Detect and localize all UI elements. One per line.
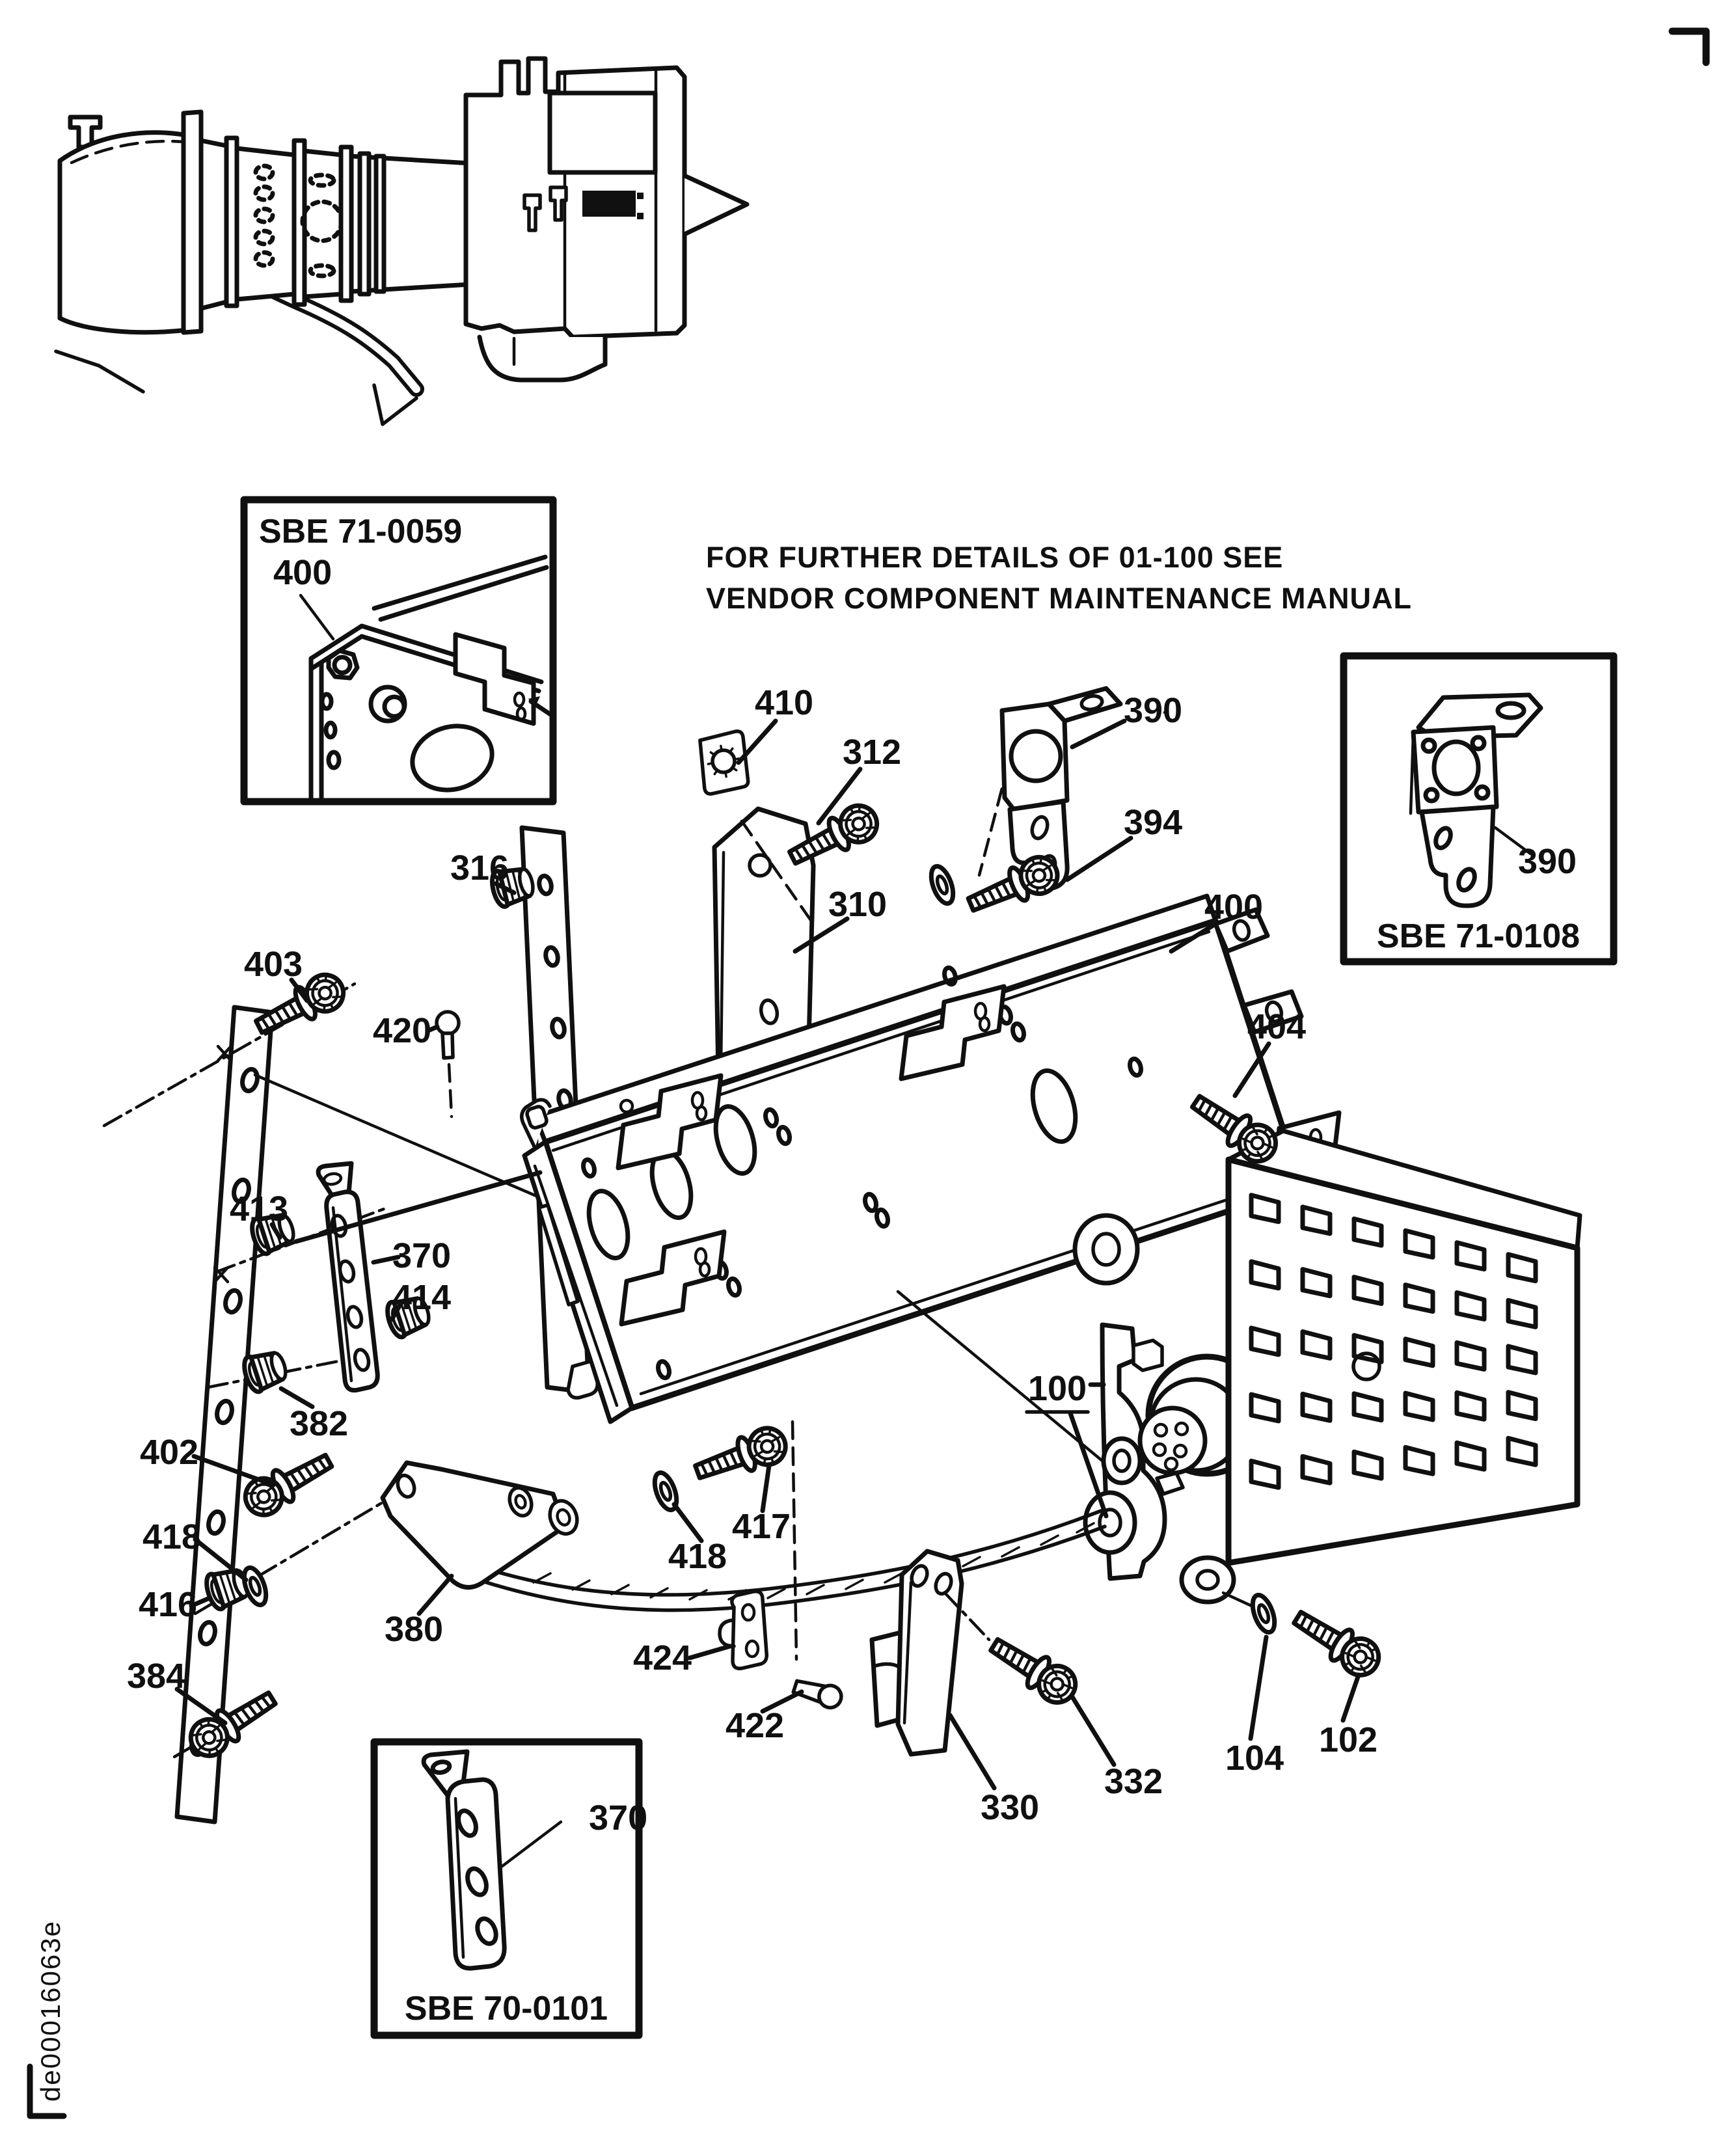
note-line-2: VENDOR COMPONENT MAINTENANCE MANUAL — [706, 582, 1412, 615]
pin-420 — [435, 1010, 461, 1060]
inset-callout-370: 370 — [589, 1798, 647, 1837]
callout-418-left: 418 — [142, 1517, 201, 1556]
bolt-102 — [1288, 1602, 1385, 1682]
connector-pin-grid — [1249, 1193, 1538, 1490]
callout-394: 394 — [1124, 803, 1182, 842]
callout-413: 413 — [230, 1189, 288, 1228]
inset-box-sbe-71-0059: SBE 71-0059 400 — [240, 496, 557, 806]
bolt-417 — [691, 1423, 791, 1489]
callout-100: 100 — [1028, 1369, 1087, 1408]
bolt-394 — [964, 852, 1063, 921]
callout-424: 424 — [633, 1638, 692, 1677]
callout-416: 416 — [139, 1585, 197, 1624]
note-text: FOR FURTHER DETAILS OF 01-100 SEE VENDOR… — [706, 541, 1412, 615]
bolt-332 — [984, 1629, 1082, 1709]
engine-overview-illustration — [54, 56, 750, 426]
callout-370: 370 — [392, 1236, 451, 1275]
callout-380: 380 — [385, 1610, 443, 1649]
bracket-380 — [380, 1460, 579, 1590]
callout-312: 312 — [843, 733, 901, 772]
view-direction-arrow — [682, 173, 750, 237]
nutplate-410 — [698, 729, 750, 796]
exploded-view: 410 312 390 394 316 310 400 403 420 404 … — [102, 683, 1582, 1827]
footer-block: de00016063e — [27, 1920, 67, 2119]
corner-mark-bottom-left — [27, 2063, 67, 2119]
inset-callout-400: 400 — [273, 553, 332, 592]
document-code: de00016063e — [35, 1920, 66, 2102]
mounting-plate — [520, 893, 1339, 1424]
callout-403: 403 — [244, 945, 303, 984]
callout-400: 400 — [1204, 888, 1263, 927]
strap-370 — [316, 1161, 380, 1393]
callout-104: 104 — [1225, 1739, 1284, 1778]
leader-lines — [174, 718, 1361, 1791]
inset-box-sbe-71-0108: 390 SBE 71-0108 — [1340, 652, 1618, 966]
bolt-402 — [239, 1445, 337, 1522]
corner-mark-top-right — [1668, 27, 1710, 66]
callout-102: 102 — [1319, 1720, 1377, 1759]
callout-labels: 410 312 390 394 316 310 400 403 420 404 … — [127, 683, 1377, 1827]
callout-310: 310 — [828, 885, 887, 924]
engine-nacelle — [57, 130, 190, 335]
location-highlight-marker — [582, 191, 636, 217]
braided-cable — [454, 1509, 1107, 1612]
callout-316: 316 — [450, 848, 509, 888]
callout-384: 384 — [127, 1657, 185, 1696]
callout-420: 420 — [373, 1011, 431, 1050]
connector-assembly-100 — [454, 711, 1582, 1612]
callout-410: 410 — [755, 683, 813, 722]
callout-418-center: 418 — [668, 1537, 727, 1576]
callout-390: 390 — [1124, 691, 1182, 730]
callout-330: 330 — [981, 1788, 1039, 1827]
inset-callout-390: 390 — [1518, 842, 1577, 881]
callout-417: 417 — [732, 1507, 791, 1546]
inset-title: SBE 71-0059 — [259, 513, 462, 550]
inset-title: SBE 70-0101 — [405, 1990, 608, 2027]
inset-box-sbe-70-0101: 370 SBE 70-0101 — [370, 1738, 647, 2039]
callout-402: 402 — [140, 1433, 198, 1472]
callout-332: 332 — [1104, 1762, 1163, 1801]
clamp-424 — [718, 1590, 768, 1670]
callout-422: 422 — [726, 1706, 784, 1745]
washer-394 — [927, 863, 958, 906]
note-line-1: FOR FURTHER DETAILS OF 01-100 SEE — [706, 541, 1283, 574]
callout-414: 414 — [392, 1278, 451, 1317]
callout-382: 382 — [290, 1404, 348, 1443]
washer-104 — [1249, 1592, 1279, 1635]
pin-422 — [791, 1679, 843, 1710]
bracket-330 — [869, 1549, 964, 1757]
location-callout-box — [547, 90, 658, 175]
inset-title: SBE 71-0108 — [1377, 917, 1580, 955]
callout-404: 404 — [1247, 1007, 1306, 1046]
